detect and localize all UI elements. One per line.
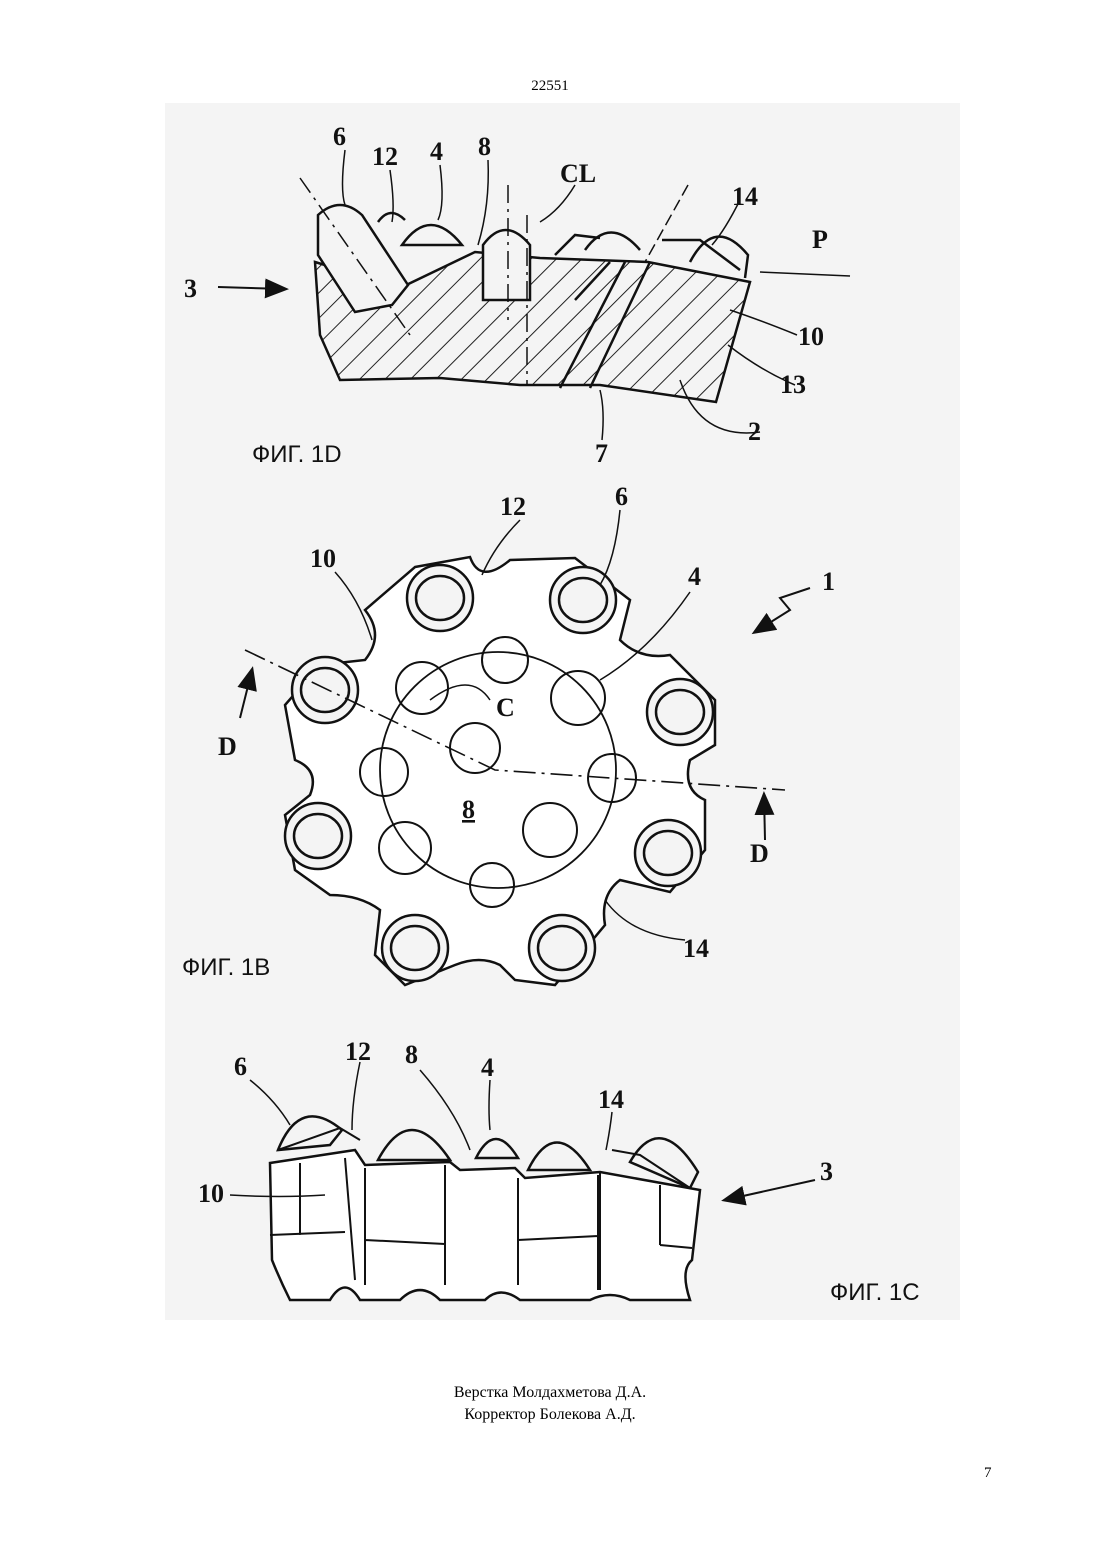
label-cl: CL [560, 159, 596, 188]
label-4: 4 [688, 562, 701, 591]
label-12: 12 [345, 1037, 371, 1066]
button-insert-8 [483, 230, 530, 300]
figure-1c [230, 1062, 815, 1300]
page-number: 7 [984, 1465, 992, 1482]
footer-credits: Верстка Молдахметова Д.А. Корректор Боле… [0, 1382, 1100, 1426]
label-12: 12 [372, 142, 398, 171]
figure-1d-caption: ФИГ. 1D [252, 441, 342, 468]
label-c: C [496, 693, 515, 722]
label-13: 13 [780, 370, 806, 399]
label-6: 6 [615, 482, 628, 511]
label-4: 4 [430, 137, 443, 166]
bit-front-outline [285, 557, 715, 985]
label-6: 6 [333, 122, 346, 151]
figure-1b-caption: ФИГ. 1B [182, 954, 270, 981]
button-insert-4 [402, 225, 462, 245]
label-d-right: D [750, 839, 769, 868]
label-2: 2 [748, 417, 761, 446]
label-3: 3 [184, 274, 197, 303]
label-6: 6 [234, 1052, 247, 1081]
label-14: 14 [732, 182, 758, 211]
label-10: 10 [798, 322, 824, 351]
layout-credit: Верстка Молдахметова Д.А. [0, 1382, 1100, 1404]
label-8: 8 [478, 132, 491, 161]
label-d-left: D [218, 732, 237, 761]
label-3: 3 [820, 1157, 833, 1186]
label-14: 14 [598, 1085, 624, 1114]
label-7: 7 [595, 439, 608, 468]
label-8: 8 [405, 1040, 418, 1069]
label-14: 14 [683, 934, 709, 963]
label-10: 10 [310, 544, 336, 573]
label-8: 8 [462, 795, 475, 824]
figure-1c-caption: ФИГ. 1C [830, 1279, 920, 1306]
label-p: P [812, 225, 828, 254]
label-12: 12 [500, 492, 526, 521]
bit-side-outline [270, 1150, 700, 1300]
corrector-credit: Корректор Болекова А.Д. [0, 1404, 1100, 1426]
button-insert-right [585, 233, 640, 251]
label-4: 4 [481, 1053, 494, 1082]
label-1: 1 [822, 567, 835, 596]
figure-1b [240, 510, 810, 985]
label-10: 10 [198, 1179, 224, 1208]
